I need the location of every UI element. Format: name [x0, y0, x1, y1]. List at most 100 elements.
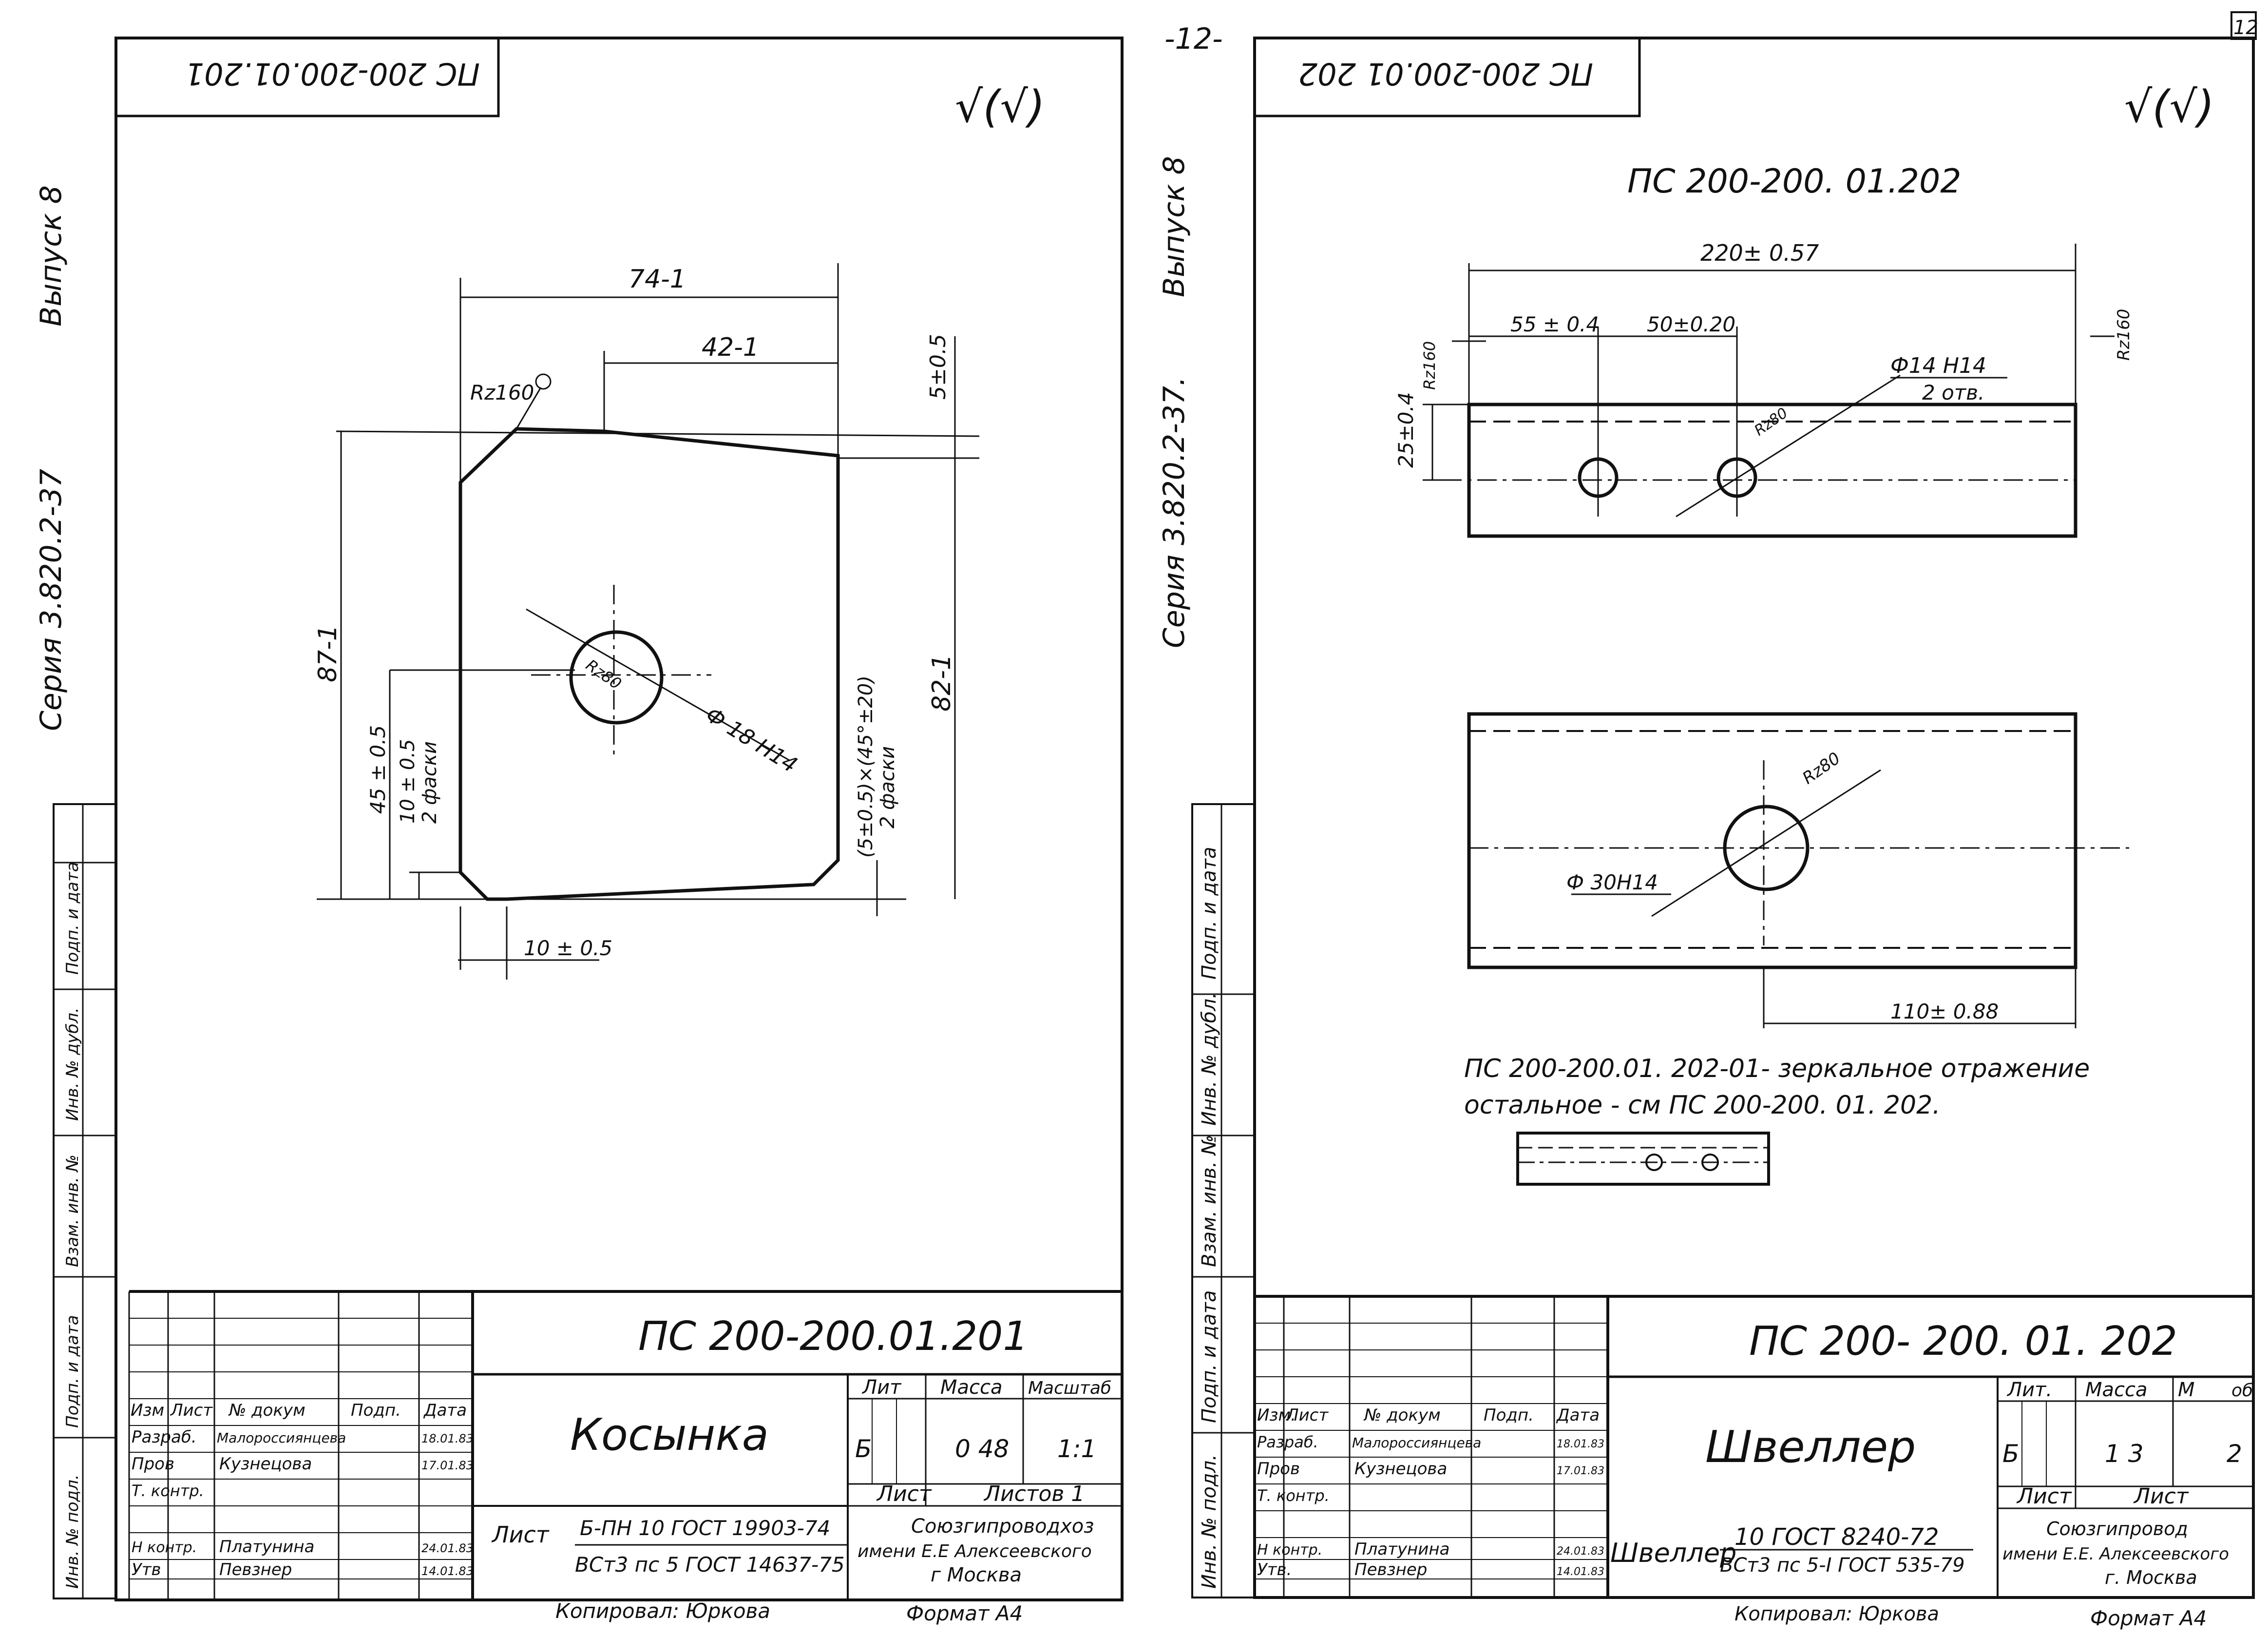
right-tb-lit-label: Лит.: [2006, 1379, 2052, 1401]
left-tb-h4: Дата: [423, 1401, 467, 1420]
right-tb-r4-name: Платунина: [1354, 1540, 1449, 1559]
left-stamp-1: Подп. и дата: [63, 862, 82, 975]
dim-small-holes-count: 2 отв.: [1922, 381, 1984, 404]
dim-top-offset: 5±0.5: [926, 334, 951, 400]
left-tb-name: Косынка: [570, 1409, 769, 1461]
left-tb-r4-role: Н контр.: [132, 1539, 197, 1556]
left-tb-scale-label: Масштаб: [1028, 1378, 1111, 1398]
right-tb-h3: Подп.: [1484, 1405, 1534, 1425]
channel-top-view: [1467, 712, 2077, 969]
left-code-box: [114, 37, 500, 117]
left-frame: [114, 37, 1124, 1601]
right-stamp-1: Подп. и дата: [1198, 847, 1220, 980]
right-tb-scale-value: 2: [2227, 1440, 2242, 1468]
left-sheet: Подп. и дата Инв. № дубл. Взам. инв. № П…: [34, 37, 1124, 1625]
right-tb-org-3: г. Москва: [2105, 1567, 2197, 1588]
dim-hole-diameter: Ф 18 Н14: [701, 702, 801, 778]
left-tb-material-2: ВСт3 пс 5 ГОСТ 14637-75: [575, 1553, 845, 1577]
left-tb-sheets-label: Листов 1: [983, 1482, 1085, 1506]
left-stamp-4: Подп. и дата: [63, 1315, 82, 1428]
right-tb-sheet-label: Лист: [2016, 1484, 2072, 1509]
right-tb-r5-role: Утв.: [1257, 1560, 1292, 1579]
right-tb-mass-label: Масса: [2085, 1379, 2148, 1401]
right-tb-r4-date: 24.01.83: [1557, 1545, 1604, 1558]
dim-big-rz: Rz80: [1799, 749, 1844, 788]
big-hole: [1723, 805, 1810, 891]
right-tb-r0-date: 18.01.83: [1557, 1438, 1604, 1450]
left-side-issue: Выпуск 8: [34, 185, 68, 327]
left-mirrored-code: ПС 200-200.01.201: [185, 56, 480, 92]
left-tb-r0-role: Разраб.: [132, 1427, 197, 1447]
dim-left-chamfer-note: 2 фаски: [419, 741, 441, 824]
right-tb-h1: Лист: [1285, 1405, 1329, 1425]
right-tb-r0-role: Разраб.: [1257, 1433, 1318, 1451]
left-tb-code: ПС 200-200.01.201: [638, 1313, 1029, 1360]
dim-hole1: 55 ± 0.4: [1510, 312, 1599, 336]
note-line-2: остальное - см ПС 200-200. 01. 202.: [1464, 1091, 1941, 1120]
dim-left-chamfer: 10 ± 0.5: [397, 739, 419, 824]
left-tb-lit-label: Лит: [861, 1376, 902, 1399]
left-stamp-3: Взам. инв. №: [63, 1155, 82, 1267]
left-tb-r5-date: 14.01.83: [421, 1564, 474, 1578]
left-tb-r0-date: 18.01.83: [421, 1432, 474, 1445]
right-tb-name: Швеллер: [1705, 1422, 1916, 1473]
left-tb-mass-value: 0 48: [955, 1435, 1009, 1463]
dim-height-total: 87-1: [313, 625, 343, 682]
dim-hole-pos-top: 42-1: [702, 333, 759, 362]
right-tb-h0: Изм.: [1257, 1405, 1296, 1425]
right-code-box: [1253, 37, 1641, 117]
dim-roughness-rz: Rz160: [470, 381, 534, 404]
right-stamp-3: Взам. инв. №: [1198, 1135, 1220, 1267]
right-title-block: ПС 200- 200. 01. 202 Швеллер Изм. Лист №…: [1255, 1295, 2253, 1630]
left-tb-r1-role: Пров: [132, 1454, 174, 1474]
dim-height: 25±0.4: [1394, 392, 1418, 468]
gusset-outline: [458, 427, 840, 901]
left-tb-sheet-label: Лист: [876, 1482, 932, 1506]
note-line-1: ПС 200-200.01. 202-01- зеркальное отраже…: [1464, 1054, 2090, 1083]
right-tb-r5-date: 14.01.83: [1557, 1566, 1604, 1578]
left-tb-material-1: Б-ПН 10 ГОСТ 19903-74: [580, 1516, 830, 1540]
dim-small-rz: Rz80: [1752, 404, 1791, 440]
dim-length: 220± 0.57: [1700, 240, 1819, 266]
right-tb-h2: № докум: [1363, 1405, 1441, 1425]
dim-rz-right: Rz160: [2114, 309, 2134, 361]
left-tb-h0: Изм: [131, 1401, 164, 1420]
mirror-sketch: [1516, 1132, 1770, 1186]
left-side-series: Серия 3.820.2-37: [34, 469, 68, 731]
right-tb-h4: Дата: [1556, 1405, 1600, 1425]
right-stamp-2: Инв. № дубл.: [1198, 992, 1220, 1126]
dim-right-chamfer-note: 2 фаски: [877, 746, 899, 828]
left-tb-h1: Лист: [170, 1401, 213, 1420]
dim-right-height: 82-1: [927, 654, 956, 712]
right-tb-mass-value: 1 3: [2105, 1440, 2144, 1468]
right-tb-code: ПС 200- 200. 01. 202: [1749, 1318, 2177, 1365]
left-tb-material-label: Лист: [491, 1521, 550, 1548]
dim-hole-height: 45 ± 0.5: [366, 725, 390, 814]
dim-rz-left: Rz160: [1420, 341, 1439, 390]
right-tb-r4-role: Н контр.: [1257, 1541, 1322, 1559]
left-tb-r1-date: 17.01.83: [421, 1459, 474, 1472]
left-tb-scale-value: 1:1: [1057, 1435, 1096, 1463]
right-tb-r0-name: Малороссиянцева: [1352, 1435, 1481, 1451]
left-stamp-2: Инв. № дубл.: [63, 1007, 82, 1121]
right-tb-scale-label: М: [2178, 1379, 2195, 1401]
right-tb-sheets-label: Лист: [2133, 1484, 2189, 1509]
left-tb-r5-role: Утв: [132, 1560, 161, 1579]
left-tb-r0-name: Малороссиянцева: [217, 1430, 346, 1446]
left-tb-r1-name: Кузнецова: [219, 1454, 312, 1474]
left-tb-org-1: Союзгипроводхоз: [911, 1515, 1094, 1538]
right-stamp-5: Инв. № подл.: [1198, 1454, 1220, 1589]
right-side-series: Серия 3.820.2-37.: [1157, 377, 1191, 648]
left-side-stamp: [53, 803, 117, 1599]
dim-width-top: 74-1: [629, 265, 686, 294]
right-tb-material-label: Швеллер: [1610, 1538, 1736, 1568]
gusset-hole: [569, 630, 664, 725]
dim-big-hole-pos: 110± 0.88: [1890, 1000, 1999, 1023]
left-tb-h3: Подп.: [351, 1401, 401, 1420]
right-roughness: √(√): [2124, 81, 2214, 133]
dim-right-chamfer: (5±0.5)×(45°±20): [855, 675, 877, 858]
dim-hole2: 50±0.20: [1647, 312, 1735, 336]
left-tb-org-3: г Москва: [931, 1564, 1022, 1586]
right-tb-format: Формат А4: [2090, 1606, 2207, 1630]
